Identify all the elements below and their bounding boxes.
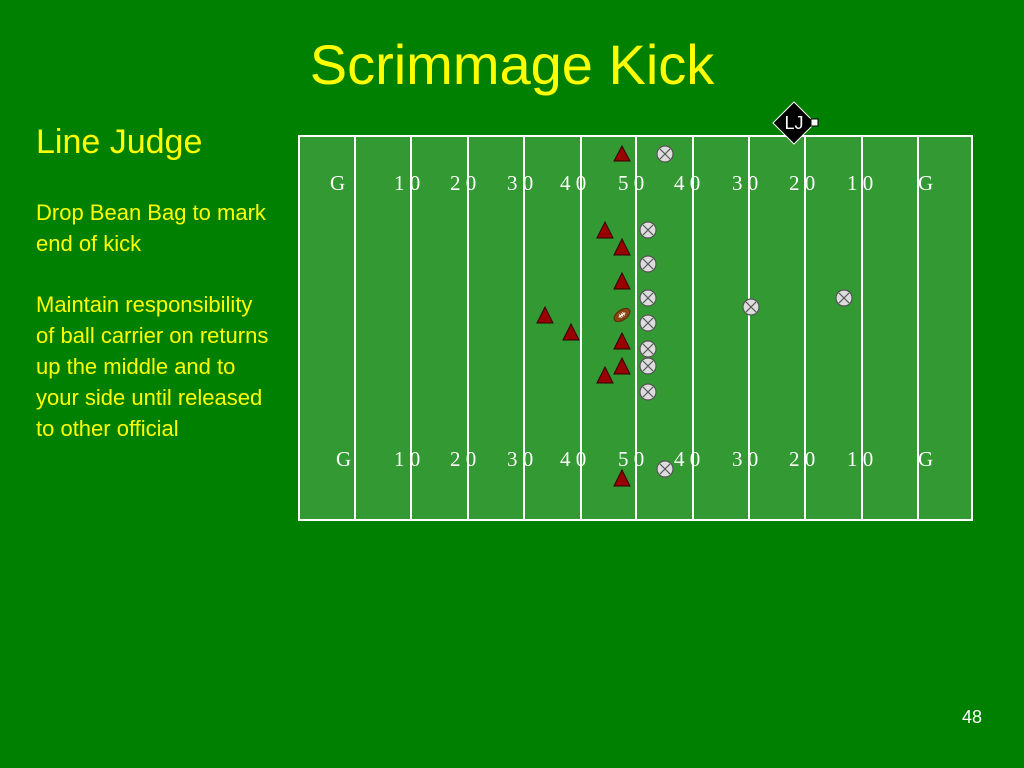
top-yard-20: 2 0 xyxy=(450,171,477,195)
line-judge-official xyxy=(772,101,819,145)
slide-title: Scrimmage Kick xyxy=(309,33,715,96)
receiving-player-circle xyxy=(639,340,657,358)
yard-line xyxy=(410,137,412,519)
page-number: 48 xyxy=(961,707,982,727)
yard-line xyxy=(748,137,750,519)
kicking-player-triangle xyxy=(562,322,580,341)
kicking-player-triangle xyxy=(596,365,614,384)
yard-line xyxy=(580,137,582,519)
yard-line xyxy=(804,137,806,519)
official-label: LJ xyxy=(784,113,804,133)
bottom-yard-50: 5 0 xyxy=(618,447,645,471)
yard-line xyxy=(354,137,356,519)
bottom-yard-20-right: 2 0 xyxy=(789,447,816,471)
top-yard-30: 3 0 xyxy=(507,171,534,195)
receiving-player-circle xyxy=(639,289,657,307)
bottom-goal-right: G xyxy=(918,447,934,471)
yard-line xyxy=(467,137,469,519)
bottom-yard-40-right: 4 0 xyxy=(674,447,701,471)
top-yard-50: 5 0 xyxy=(618,171,645,195)
receiving-player-circle xyxy=(639,357,657,375)
bean-bag-icon xyxy=(810,118,819,127)
receiving-player-circle xyxy=(656,145,674,163)
receiving-player-circle xyxy=(639,314,657,332)
kicking-player-triangle xyxy=(613,356,631,375)
yard-line xyxy=(523,137,525,519)
top-yard-30-right: 3 0 xyxy=(732,171,759,195)
receiving-player-circle xyxy=(639,383,657,401)
receiving-player-circle xyxy=(656,460,674,478)
receiving-player-circle xyxy=(742,298,760,316)
kicking-player-triangle xyxy=(613,237,631,256)
top-goal-left: G xyxy=(330,171,346,195)
top-yard-40-right: 4 0 xyxy=(674,171,701,195)
receiving-player-circle xyxy=(835,289,853,307)
kicking-player-triangle xyxy=(536,305,554,324)
top-yard-10-right: 1 0 xyxy=(847,171,874,195)
kicking-player-triangle xyxy=(596,220,614,239)
receiving-player-circle xyxy=(639,255,657,273)
receiving-player-circle xyxy=(639,221,657,239)
sub-title: Line Judge xyxy=(36,123,203,161)
bottom-goal-left: G xyxy=(336,447,352,471)
kicking-player-triangle xyxy=(613,271,631,290)
kicking-player-triangle xyxy=(613,468,631,487)
yard-line xyxy=(692,137,694,519)
top-yard-10: 1 0 xyxy=(394,171,421,195)
official-diamond-icon xyxy=(772,101,816,145)
football xyxy=(613,307,631,323)
top-goal-right: G xyxy=(918,171,934,195)
bottom-yard-10-right: 1 0 xyxy=(847,447,874,471)
yard-line xyxy=(635,137,637,519)
top-yard-40: 4 0 xyxy=(560,171,587,195)
top-yard-20-right: 2 0 xyxy=(789,171,816,195)
bottom-yard-10: 1 0 xyxy=(394,447,421,471)
instruction-responsibility: Maintain responsibility of ball carrier … xyxy=(36,292,269,441)
bottom-yard-20: 2 0 xyxy=(450,447,477,471)
receiving-team xyxy=(639,145,853,478)
yard-line xyxy=(917,137,919,519)
bottom-yard-30: 3 0 xyxy=(507,447,534,471)
bottom-yard-40: 4 0 xyxy=(560,447,587,471)
kicking-player-triangle xyxy=(613,331,631,350)
instruction-bean-bag: Drop Bean Bag to mark end of kick xyxy=(36,200,266,256)
bottom-yard-30-right: 3 0 xyxy=(732,447,759,471)
football-field: G 1 0 2 0 3 0 4 0 5 0 4 0 3 0 2 0 1 0 G … xyxy=(298,135,973,521)
yard-line xyxy=(861,137,863,519)
kicking-team xyxy=(536,144,631,487)
kicking-player-triangle xyxy=(613,144,631,162)
